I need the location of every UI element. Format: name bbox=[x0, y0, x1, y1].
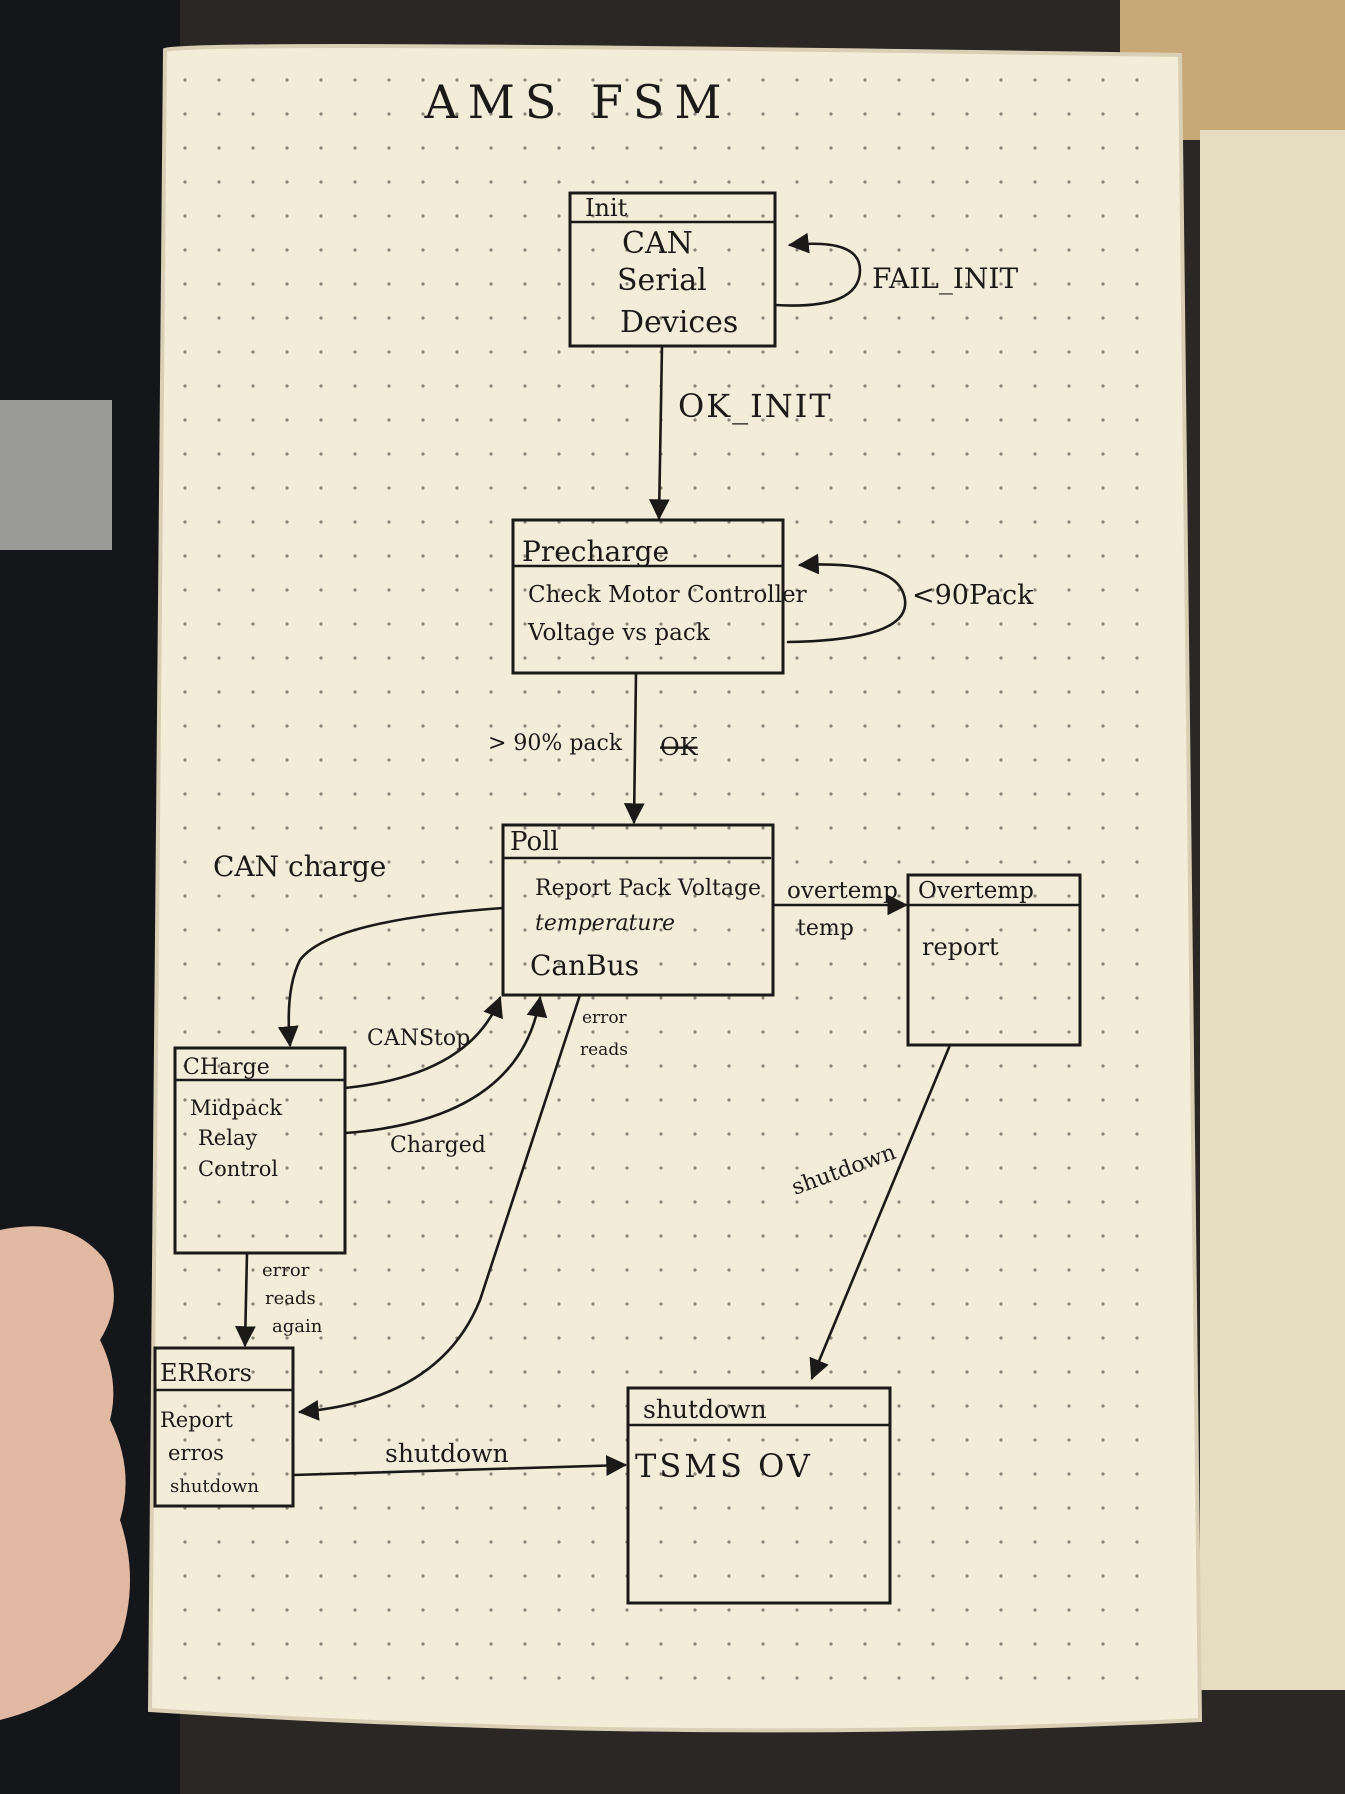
label-error-reads-charge-2: reads bbox=[265, 1288, 316, 1309]
state-precharge: Precharge Check Motor Controller Voltage… bbox=[511, 518, 807, 675]
state-errors-line-3: shutdown bbox=[170, 1476, 259, 1497]
transition-shutdown-errors bbox=[291, 1455, 628, 1477]
state-errors-line-1: Report bbox=[160, 1408, 233, 1432]
state-charge-line-2: Relay bbox=[198, 1126, 257, 1150]
transition-lt90-pack bbox=[786, 553, 907, 644]
transition-charged bbox=[343, 995, 548, 1135]
state-charge: CHarge Midpack Relay Control bbox=[173, 1046, 347, 1255]
label-can-charge: CAN charge bbox=[213, 850, 386, 883]
transition-error-reads-poll bbox=[297, 993, 582, 1421]
transition-fail-init bbox=[773, 232, 862, 307]
background-photo bbox=[0, 400, 112, 550]
transition-gt90-pack bbox=[623, 671, 645, 825]
state-charge-line-3: Control bbox=[198, 1157, 278, 1181]
transition-can-charge bbox=[277, 906, 505, 1048]
state-poll-title: Poll bbox=[510, 827, 559, 857]
state-poll-line-1: Report Pack Voltage bbox=[535, 876, 761, 901]
state-overtemp-line-1: report bbox=[922, 933, 999, 961]
state-init: Init CAN Serial Devices bbox=[568, 191, 777, 348]
state-init-title: Init bbox=[585, 194, 628, 222]
transition-error-reads-charge bbox=[235, 1251, 256, 1348]
state-precharge-line-1: Check Motor Controller bbox=[528, 582, 807, 608]
label-error-reads-charge-3: again bbox=[272, 1316, 323, 1337]
label-can-stop: CANStop bbox=[367, 1026, 470, 1051]
state-errors-title: ERRors bbox=[160, 1359, 252, 1387]
dot-grid bbox=[183, 78, 1139, 1680]
thumb bbox=[0, 1226, 130, 1720]
state-shutdown: shutdown TSMS OV bbox=[626, 1386, 892, 1605]
state-init-line-1: CAN bbox=[622, 226, 693, 261]
state-poll-line-2: temperature bbox=[535, 911, 675, 936]
label-ok: OK bbox=[660, 733, 699, 761]
state-charge-line-1: Midpack bbox=[190, 1096, 282, 1120]
state-precharge-title: Precharge bbox=[522, 535, 669, 568]
label-temp: temp bbox=[797, 916, 854, 941]
state-init-line-2: Serial bbox=[617, 263, 707, 298]
state-shutdown-title: shutdown bbox=[643, 1395, 767, 1424]
transition-can-stop bbox=[343, 996, 503, 1090]
label-gt90-pack: > 90% pack bbox=[488, 731, 623, 756]
label-fail-init: FAIL_INIT bbox=[872, 262, 1018, 295]
diagram-title: AMS FSM bbox=[424, 75, 732, 129]
label-lt90-pack: <90Pack bbox=[912, 580, 1034, 611]
state-poll-line-3: CanBus bbox=[530, 949, 639, 982]
state-errors: ERRors Report erros shutdown bbox=[153, 1346, 295, 1508]
state-init-line-3: Devices bbox=[620, 305, 738, 340]
state-poll: Poll Report Pack Voltage temperature Can… bbox=[501, 823, 775, 997]
state-errors-line-2: erros bbox=[168, 1441, 224, 1465]
label-shutdown-errors: shutdown bbox=[385, 1439, 509, 1468]
label-overtemp: overtemp bbox=[787, 878, 898, 904]
label-error-reads-charge-1: error bbox=[262, 1260, 310, 1281]
label-error-reads-poll-1: error bbox=[582, 1008, 628, 1028]
label-ok-init: OK_INIT bbox=[678, 387, 833, 425]
state-shutdown-line-1: TSMS OV bbox=[635, 1447, 813, 1485]
transition-ok-init bbox=[648, 344, 670, 521]
label-error-reads-poll-2: reads bbox=[580, 1040, 628, 1060]
label-shutdown-overtemp: shutdown bbox=[789, 1140, 900, 1201]
transition-shutdown-overtemp bbox=[809, 1043, 952, 1380]
state-overtemp: Overtemp report bbox=[906, 873, 1082, 1047]
label-charged: Charged bbox=[390, 1133, 486, 1158]
state-precharge-line-2: Voltage vs pack bbox=[527, 620, 711, 646]
state-charge-title: CHarge bbox=[183, 1055, 270, 1080]
notebook-page bbox=[147, 44, 1203, 1733]
state-overtemp-title: Overtemp bbox=[918, 878, 1034, 904]
facing-page bbox=[1200, 130, 1345, 1690]
